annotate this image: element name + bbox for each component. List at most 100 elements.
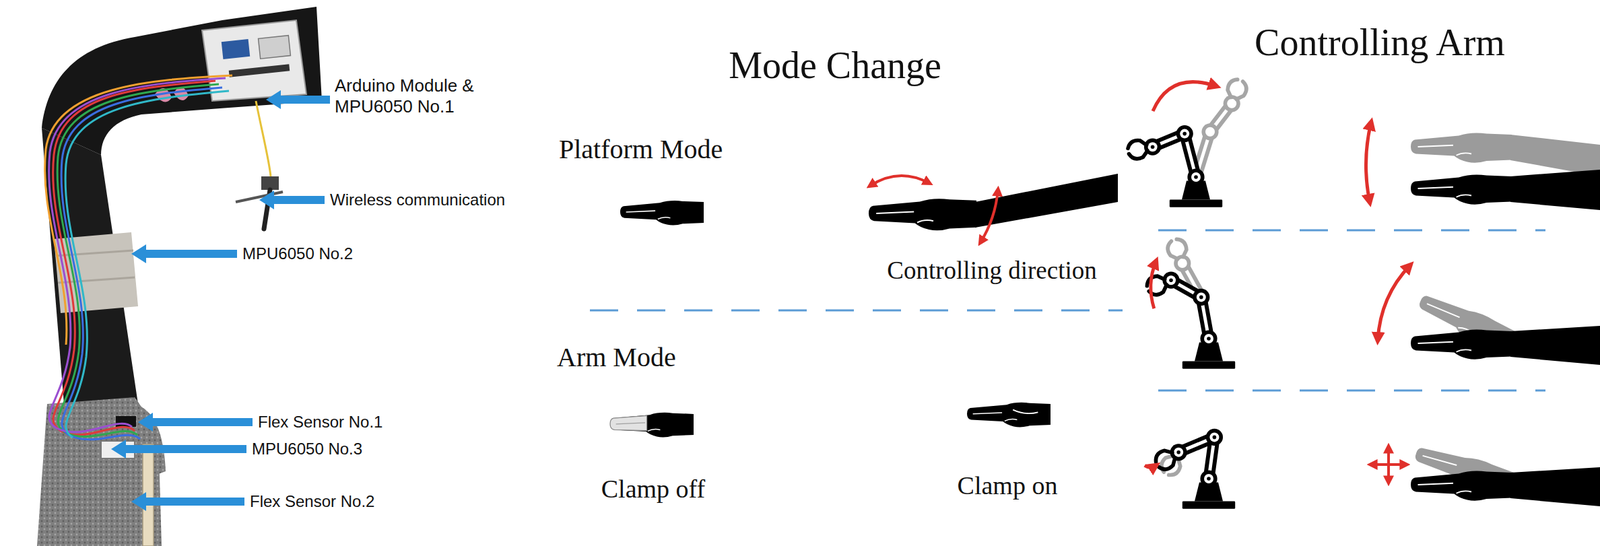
- robot-arm-icon: [1224, 77, 1249, 102]
- robot-arm-icon: [1204, 334, 1214, 344]
- hand-icon: [610, 412, 694, 438]
- hand-icon: [620, 200, 704, 226]
- divider-line: [589, 309, 1123, 312]
- mode-label: Platform Mode: [558, 133, 723, 166]
- hand-gesture-icon: [1410, 133, 1512, 163]
- part-label: MPU6050 No.3: [251, 439, 363, 460]
- glove-photo: [61, 87, 223, 440]
- glove-photo: [255, 101, 271, 177]
- arm-icon: [868, 198, 977, 231]
- glove-photo: [258, 35, 291, 60]
- robot-arm-icon: [1206, 476, 1211, 481]
- part-label: Arduino Module & MPU6050 No.1: [334, 75, 497, 118]
- robot-arm-icon: [1126, 138, 1149, 161]
- robot-arm-icon: [1126, 138, 1149, 161]
- robot-arm-icon: [1193, 175, 1198, 180]
- robot-arm-icon: [1205, 127, 1215, 137]
- robot-arm-icon: [1144, 237, 1236, 370]
- panel-title: Mode Change: [728, 43, 942, 89]
- hand-icon: [967, 402, 1051, 428]
- arm-icon: [868, 173, 1118, 243]
- robot-arm-icon: [1144, 428, 1236, 510]
- robot-arm-icon: [1182, 131, 1187, 137]
- hand-gesture-icon: [1365, 122, 1372, 203]
- glove-photo: [115, 416, 137, 427]
- glove-photo: [221, 39, 250, 60]
- glove-photo: [45, 75, 271, 440]
- robot-arm-icon: [1150, 144, 1155, 149]
- gesture-caption: Clamp off: [601, 474, 706, 506]
- callout-arrow: [265, 90, 330, 110]
- robot-arm-icon: [1200, 329, 1217, 347]
- hand-gesture-icon: [1410, 471, 1512, 502]
- hand-gesture-icon: [1377, 265, 1411, 341]
- robot-arm-icon: [1165, 237, 1190, 262]
- divider-line: [1158, 389, 1546, 392]
- part-label: MPU6050 No.2: [242, 244, 353, 264]
- robot-arm-icon: [1192, 288, 1210, 306]
- robot-arm-icon: [1169, 200, 1223, 208]
- robot-arm-icon: [1176, 450, 1181, 455]
- robot-arm-icon: [1144, 465, 1157, 468]
- robot-arm-icon: [1209, 432, 1219, 442]
- arm-icon: [870, 175, 930, 186]
- hand-icon: [616, 422, 646, 425]
- hand-gesture-icon: [1510, 467, 1600, 507]
- hand-icon: [967, 402, 1051, 428]
- mode-label: Arm Mode: [556, 341, 677, 374]
- robot-arm-icon: [1200, 470, 1217, 487]
- robot-arm-icon: [1126, 77, 1249, 208]
- robot-arm-icon: [1195, 103, 1232, 178]
- hand-icon: [610, 415, 648, 431]
- callout-arrow: [131, 244, 238, 264]
- glove-photo: [37, 6, 322, 546]
- part-label: Wireless communication: [329, 190, 506, 211]
- robot-arm-icon: [1182, 361, 1236, 370]
- robot-arm-icon: [1206, 336, 1211, 341]
- robot-arm-icon: [1169, 278, 1174, 283]
- glove-photo: [228, 63, 291, 77]
- glove-photo: [45, 75, 233, 345]
- robot-arm-icon: [1196, 292, 1207, 302]
- robot-arm-icon: [1191, 172, 1201, 182]
- hand-gesture-icon: [1410, 329, 1512, 360]
- robot-arm-icon: [1176, 125, 1194, 143]
- glove-photo: [65, 90, 229, 438]
- hand-gesture-icon: [1510, 325, 1600, 365]
- callout-arrow: [259, 190, 325, 210]
- robot-arm-icon: [1173, 447, 1184, 458]
- robot-arm-icon: [1150, 261, 1157, 309]
- robot-arm-icon: [1195, 103, 1232, 178]
- robot-arm-icon: [1179, 129, 1190, 139]
- robot-arm-icon: [1187, 168, 1205, 186]
- part-label: Flex Sensor No.2: [249, 492, 375, 512]
- robot-arm-icon: [1206, 428, 1223, 446]
- robot-arm-icon: [1144, 273, 1170, 297]
- hand-gesture-icon: [1510, 134, 1600, 177]
- robot-arm-icon: [1224, 77, 1249, 102]
- panel-title: Controlling Arm: [1254, 20, 1506, 66]
- hand-gesture-icon: [1410, 175, 1512, 205]
- callout-arrow: [138, 412, 253, 432]
- robot-arm-icon: [1201, 123, 1219, 141]
- gesture-caption: Controlling direction: [886, 255, 1097, 286]
- robot-arm-icon: [1182, 501, 1236, 510]
- hand-gesture-icon: [1387, 447, 1390, 483]
- robot-arm-icon: [1152, 447, 1179, 473]
- robot-arm-icon: [1204, 474, 1214, 484]
- callout-arrow: [131, 492, 245, 512]
- robot-arm-icon: [1212, 435, 1217, 440]
- robot-arm-icon: [1165, 237, 1190, 262]
- hand-icon: [620, 200, 704, 226]
- callout-arrow: [111, 439, 247, 459]
- arm-icon: [980, 189, 998, 243]
- robot-arm-icon: [1152, 447, 1179, 473]
- motion-arrow: [1152, 82, 1217, 112]
- gesture-caption: Clamp on: [957, 470, 1058, 502]
- hand-gesture-icon: [1377, 265, 1600, 365]
- hand-icon: [1012, 410, 1038, 415]
- part-label: Flex Sensor No.1: [257, 412, 383, 433]
- hand-gesture-icon: [1365, 122, 1600, 211]
- robot-arm-icon: [1199, 295, 1204, 300]
